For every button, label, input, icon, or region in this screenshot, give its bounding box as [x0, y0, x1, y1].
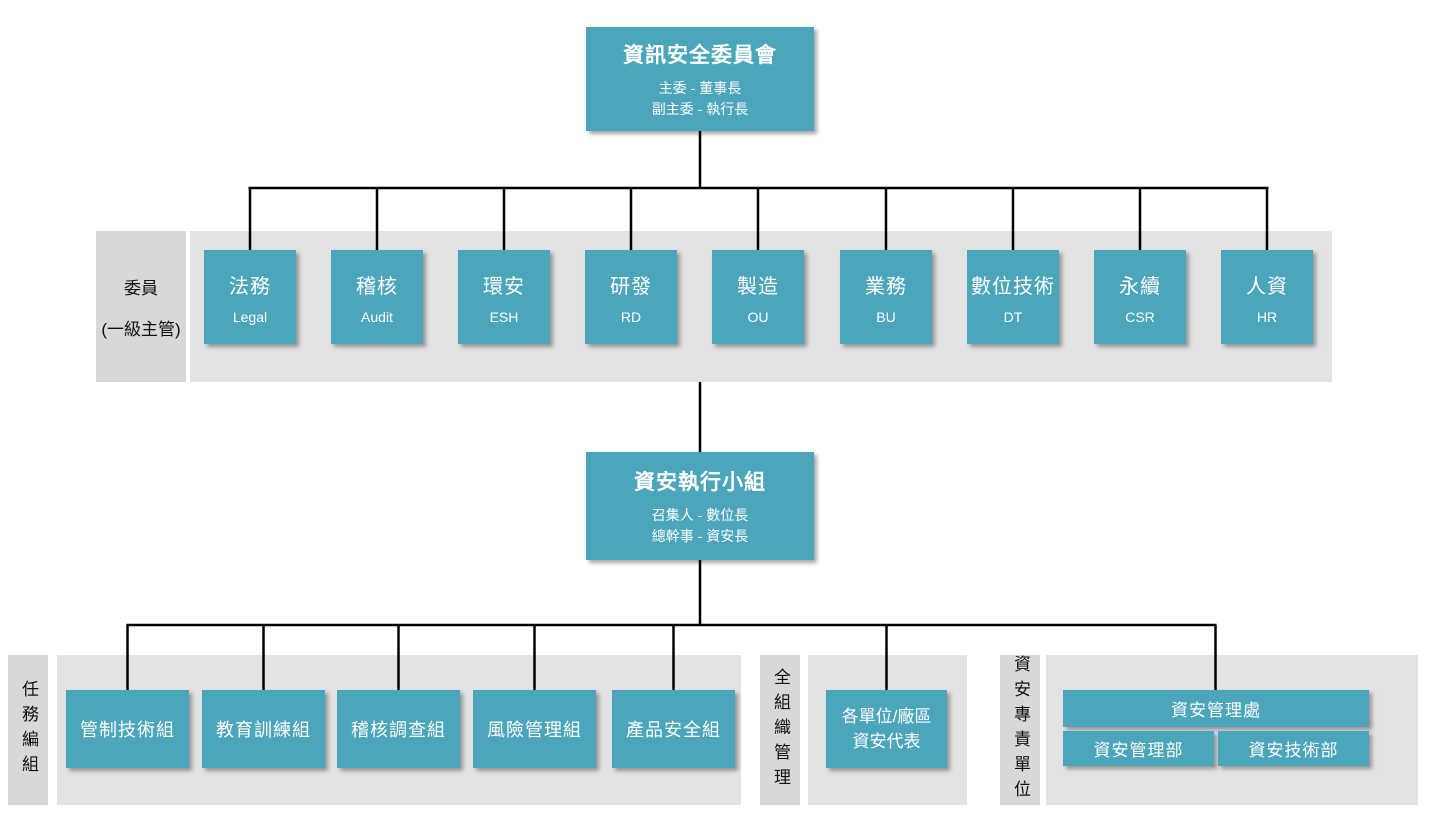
- member-box-csr: 永續 CSR: [1094, 250, 1186, 344]
- task-group-label: 任務編組: [8, 655, 48, 805]
- task-box-product-security: 產品安全組: [612, 690, 735, 768]
- committee-vice-chair-line: 副主委 - 執行長: [651, 100, 749, 117]
- member-box-audit: 稽核 Audit: [331, 250, 423, 344]
- dedicated-security-unit-label: 資安專責單位: [1000, 655, 1040, 805]
- committee-title: 資訊安全委員會: [623, 44, 777, 68]
- member-box-legal: 法務 Legal: [204, 250, 296, 344]
- task-box-education-training: 教育訓練組: [202, 690, 325, 768]
- unit-site-security-reps-box: 各單位/廠區 資安代表: [826, 690, 947, 768]
- committee-members-label: 委員 (一級主管): [96, 231, 186, 382]
- security-execution-team-box: 資安執行小組 召集人 - 數位長 總幹事 - 資安長: [586, 452, 814, 560]
- dedicated-unit-band: [1046, 655, 1418, 805]
- exec-team-title: 資安執行小組: [634, 471, 766, 495]
- exec-team-secretary-line: 總幹事 - 資安長: [651, 527, 749, 544]
- security-management-dept-box: 資安管理部: [1063, 731, 1214, 766]
- committee-chair-line: 主委 - 董事長: [658, 80, 742, 97]
- member-box-ou: 製造 OU: [712, 250, 804, 344]
- member-box-bu: 業務 BU: [840, 250, 932, 344]
- member-box-esh: 環安 ESH: [458, 250, 550, 344]
- member-box-dt: 數位技術 DT: [967, 250, 1059, 344]
- member-box-rd: 研發 RD: [585, 250, 677, 344]
- security-technology-dept-box: 資安技術部: [1218, 731, 1369, 766]
- info-security-committee-box: 資訊安全委員會 主委 - 董事長 副主委 - 執行長: [586, 27, 814, 131]
- task-box-audit-investigation: 稽核調查組: [337, 690, 460, 768]
- exec-team-convener-line: 召集人 - 數位長: [651, 507, 749, 524]
- committee-members-label-line1: 委員: [124, 278, 158, 298]
- security-management-division-box: 資安管理處: [1063, 690, 1369, 727]
- member-box-hr: 人資 HR: [1221, 250, 1313, 344]
- org-wide-management-label: 全組織管理: [760, 655, 800, 805]
- committee-members-label-line2: (一級主管): [101, 319, 181, 339]
- task-box-risk-management: 風險管理組: [473, 690, 596, 768]
- task-box-control-tech: 管制技術組: [66, 690, 189, 768]
